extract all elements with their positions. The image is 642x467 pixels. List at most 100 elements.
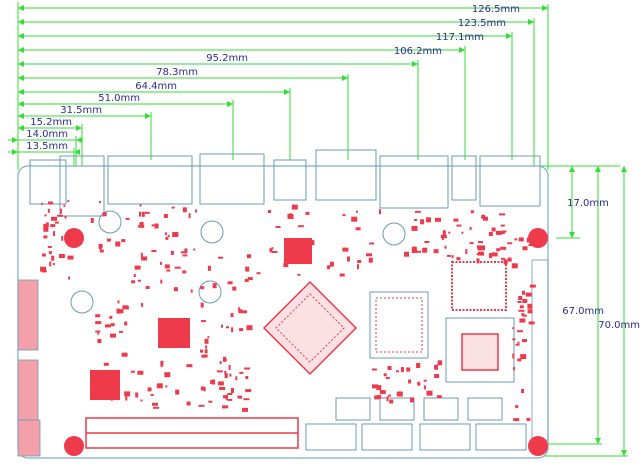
smd-pad (247, 277, 253, 281)
dimension-labels: 126.5mm 123.5mm 117.1mm 106.2mm 95.2mm 7… (26, 4, 640, 331)
smd-pad (297, 225, 304, 228)
smd-pad (175, 389, 180, 395)
smd-pad (496, 248, 501, 252)
smd-pad (139, 211, 141, 217)
smd-pad (451, 255, 454, 259)
smd-pad (283, 263, 289, 268)
smd-pad (195, 209, 198, 213)
smd-pad (109, 315, 113, 319)
smd-pad (121, 239, 126, 243)
smd-pad (410, 397, 414, 403)
smd-pad (67, 200, 70, 203)
mounting-holes (64, 228, 548, 456)
dim-label-13-5: 13.5mm (26, 141, 68, 152)
smd-pad (527, 309, 533, 314)
smd-pad (49, 261, 52, 267)
smd-pad (186, 401, 191, 406)
smd-pad (53, 231, 55, 237)
smd-pad (133, 274, 136, 277)
smd-pad (165, 385, 168, 388)
bga-soc (262, 280, 358, 376)
smd-pad (529, 284, 536, 288)
smd-pad (144, 211, 150, 214)
smd-pad (379, 390, 386, 395)
smd-pad (478, 251, 484, 256)
smd-pad (164, 232, 167, 236)
smd-pad (243, 398, 250, 401)
smd-pad (498, 231, 505, 235)
smd-pad (160, 279, 163, 284)
smd-pad (135, 392, 139, 398)
smd-pad (526, 417, 531, 421)
smd-pad (478, 241, 483, 244)
smd-pad (287, 214, 294, 219)
smd-pad (308, 240, 315, 246)
smd-pad (137, 370, 144, 375)
dim-label-126-5: 126.5mm (472, 4, 520, 15)
smd-pad (489, 253, 492, 258)
smd-pad (41, 253, 46, 257)
left-edge-connectors (17, 279, 41, 457)
smd-pad (164, 264, 170, 269)
smd-pad (372, 384, 378, 389)
smd-pad (446, 254, 451, 257)
qfp-chip-right (451, 261, 507, 311)
smd-pad (150, 393, 154, 396)
smd-pad (180, 251, 185, 254)
smd-pad (247, 254, 251, 259)
smd-pad (515, 343, 520, 346)
smd-pad (174, 266, 181, 269)
smd-pad (229, 373, 232, 377)
smd-pad (389, 399, 394, 404)
smd-pad (302, 252, 308, 258)
smd-pad (369, 242, 375, 245)
smd-pad (244, 278, 249, 282)
dim-label-51-0: 51.0mm (98, 93, 140, 104)
smd-pad (95, 314, 101, 318)
smd-pad (164, 372, 171, 378)
smd-pad (426, 217, 431, 223)
smd-pad (167, 234, 170, 237)
smd-pad (342, 214, 346, 217)
smd-pad (99, 201, 101, 204)
smd-pad (205, 345, 208, 349)
smd-pad (66, 234, 69, 238)
smd-pad (517, 358, 522, 362)
smd-pad (198, 404, 205, 407)
smd-pad (503, 259, 508, 265)
smd-pad (396, 370, 399, 373)
smd-pad (171, 206, 175, 209)
smd-pad (371, 368, 377, 371)
smd-pads (40, 200, 536, 422)
smd-pad (374, 395, 380, 400)
smd-pad (159, 261, 162, 265)
smd-pad (436, 395, 442, 399)
smd-pad (117, 300, 120, 304)
dim-label-17-0: 17.0mm (567, 198, 609, 209)
smd-pad (43, 227, 49, 232)
smd-pad (50, 224, 56, 228)
smd-pad (47, 201, 53, 205)
smd-pad (442, 230, 446, 236)
smd-pad (232, 286, 237, 291)
smd-pad (125, 396, 128, 401)
smd-pad (521, 313, 525, 317)
smd-pad (173, 287, 178, 292)
top-connectors (29, 149, 541, 217)
smd-pad (379, 209, 381, 215)
smd-pad (347, 256, 350, 262)
smd-pad (110, 323, 115, 327)
dim-label-95-2: 95.2mm (206, 53, 248, 64)
smd-pad (190, 289, 193, 293)
smd-pad (507, 257, 512, 262)
smd-pad (47, 208, 50, 213)
smd-pad (522, 314, 527, 317)
smd-pad (231, 327, 234, 333)
smd-pad (424, 241, 430, 243)
smd-pad (357, 264, 359, 270)
smd-pad (244, 367, 251, 370)
smd-pad (235, 376, 238, 381)
smd-pad (522, 290, 525, 295)
smd-pad (289, 213, 293, 217)
smd-pad (147, 387, 152, 392)
